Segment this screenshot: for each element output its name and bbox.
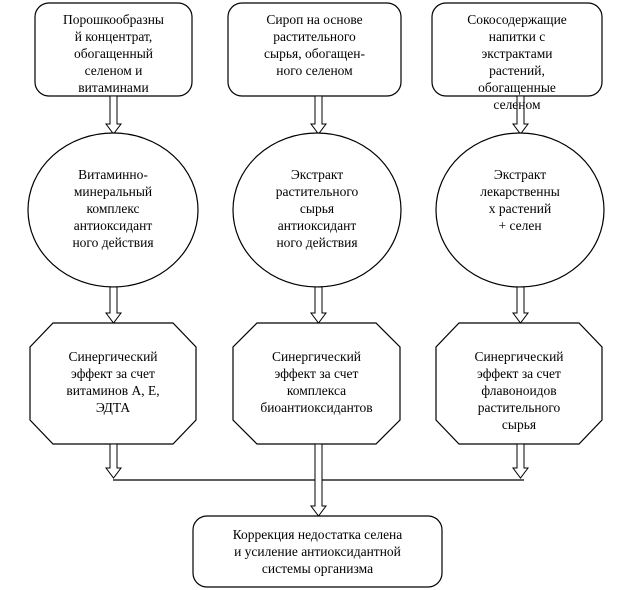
- arrow-source-3-to-component-3: [512, 95, 529, 135]
- result-box: [192, 515, 443, 588]
- source-label-3: Сокосодержащие напитки с экстрактами рас…: [467, 12, 567, 112]
- arrow-effect-2-to-result: [310, 443, 327, 517]
- component-label-3: Экстракт лекарственны х растений + селен: [480, 167, 560, 233]
- arrow-effect-1-down: [105, 443, 122, 479]
- effect-label-3: Синергический эффект за счет флавоноидов…: [474, 349, 564, 432]
- component-label-2: Экстракт растительного сырья антиоксидан…: [275, 167, 359, 250]
- source-label-1: Порошкообразны й концентрат, обогащенный…: [62, 12, 164, 95]
- effect-octagon-3: [435, 322, 603, 445]
- effect-label-2: Синергический эффект за счет комплекса б…: [260, 349, 373, 415]
- arrow-source-2-to-component-2: [310, 95, 327, 135]
- component-label-1: Витаминно- минеральный комплекс антиокси…: [72, 167, 154, 250]
- effect-octagon-2: [232, 322, 401, 445]
- result-label: Коррекция недостатка селена и усиление а…: [232, 527, 403, 576]
- arrow-source-1-to-component-1: [105, 95, 122, 135]
- source-label-2: Сироп на основе растительного сырья, обо…: [264, 12, 365, 78]
- arrow-component-2-to-effect-2: [310, 286, 327, 324]
- arrow-component-3-to-effect-3: [512, 286, 529, 324]
- effect-octagon-1: [29, 322, 197, 445]
- arrow-component-1-to-effect-1: [105, 286, 122, 324]
- effect-label-1: Синергический эффект за счет витаминов А…: [66, 349, 160, 415]
- arrow-effect-3-down: [512, 443, 529, 479]
